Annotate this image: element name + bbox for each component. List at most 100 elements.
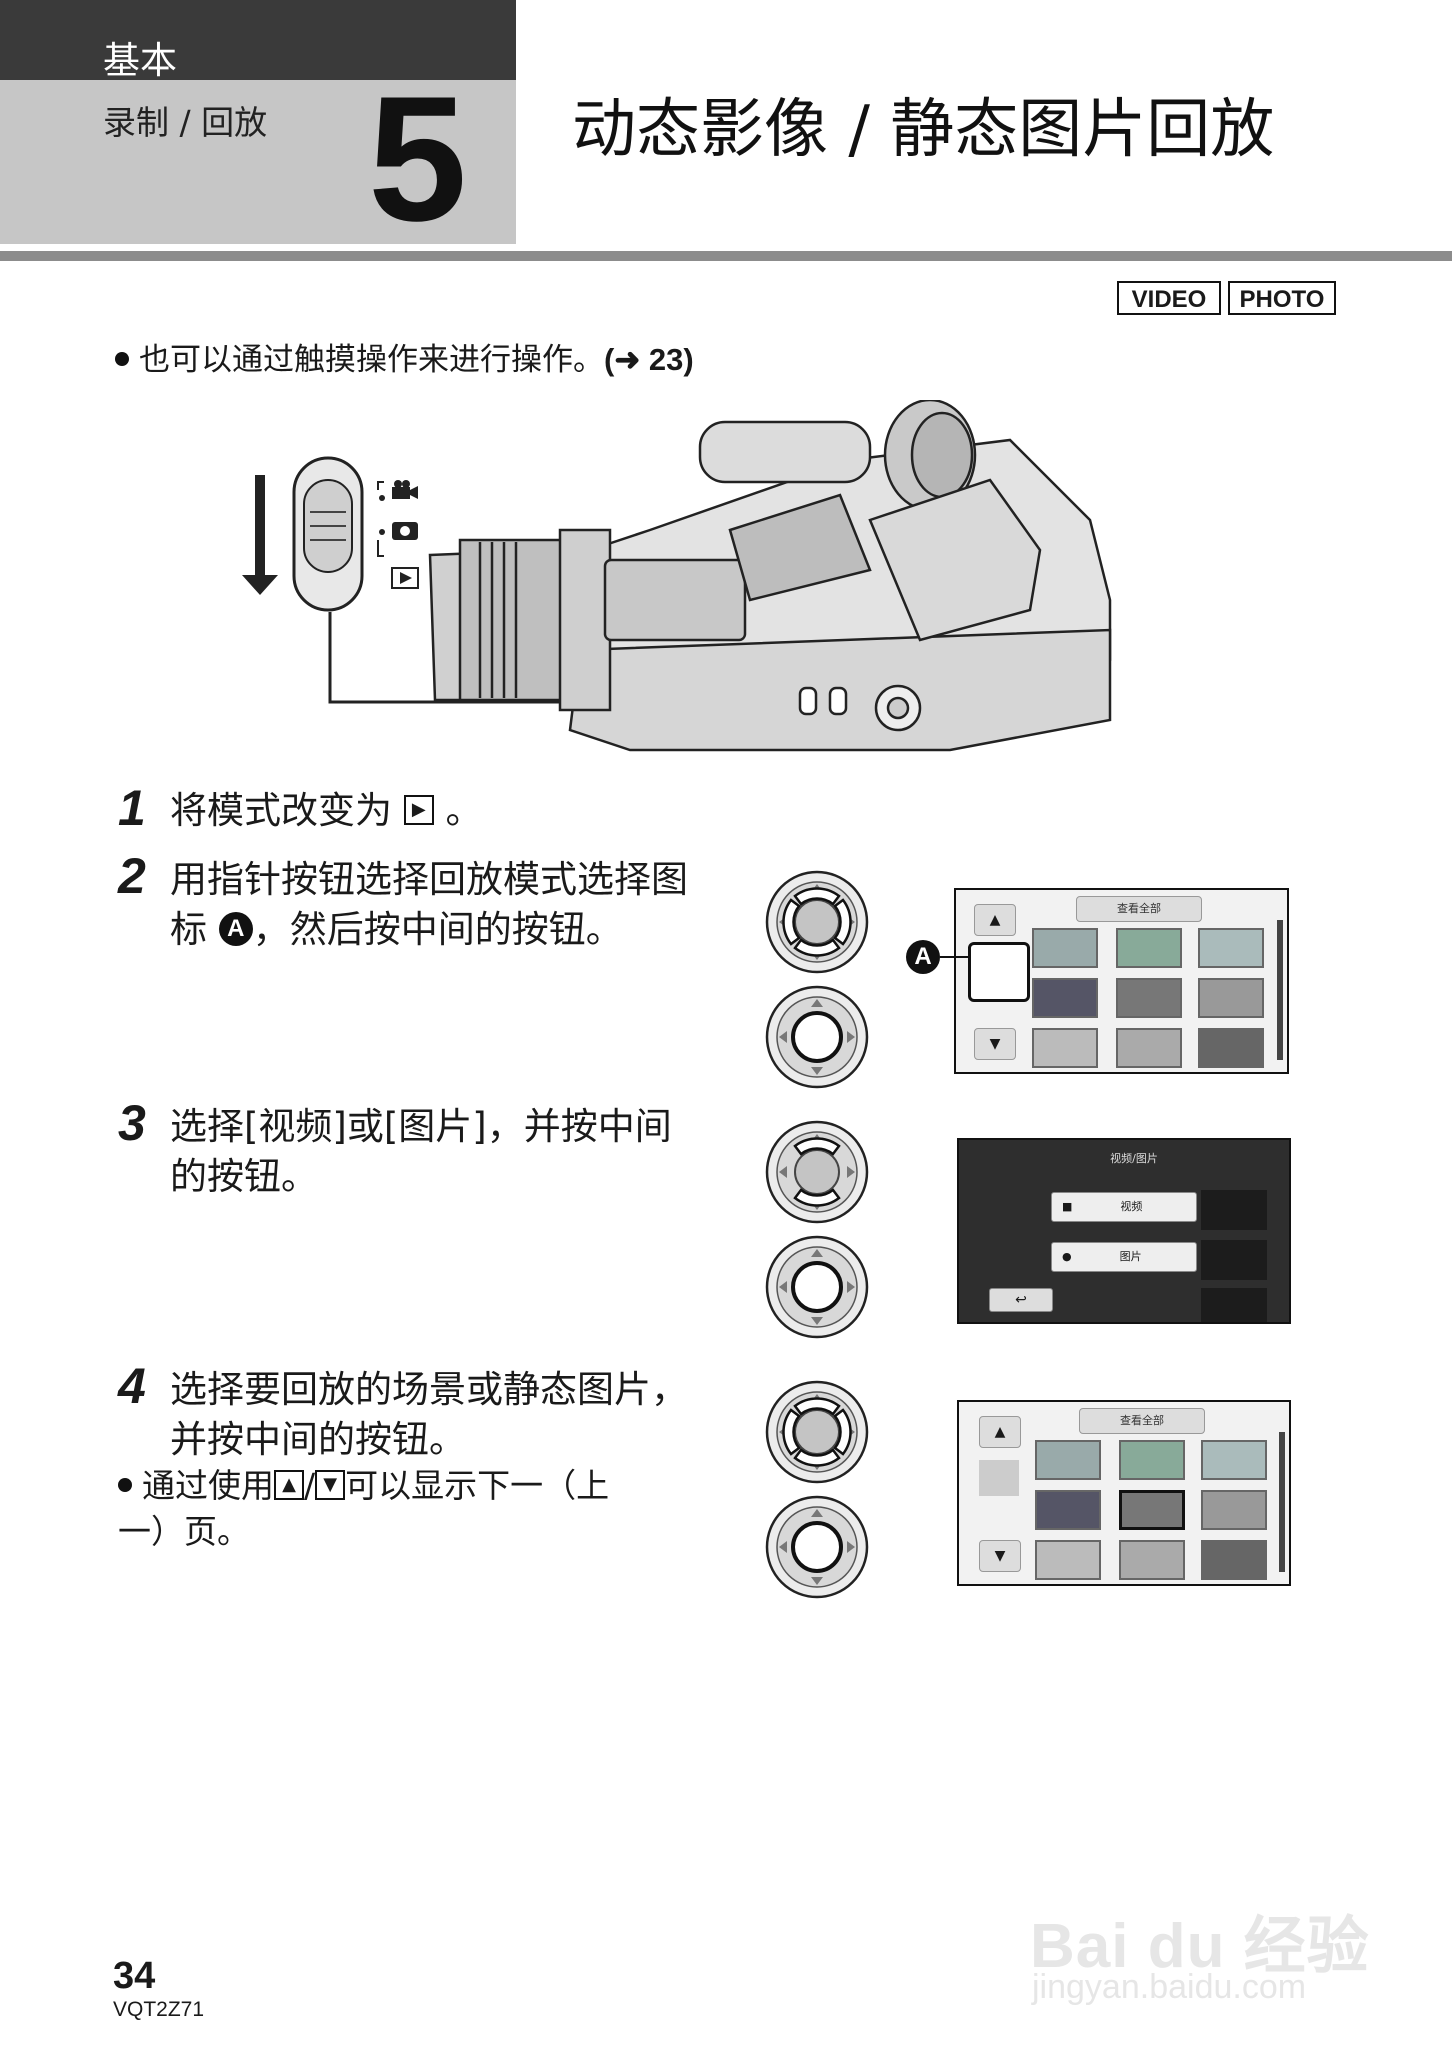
- page-up-icon: ▲: [274, 1469, 304, 1500]
- joystick-direction-icon: [765, 870, 869, 974]
- step-1-text-after: 。: [445, 789, 483, 832]
- chapter-number: 5: [368, 59, 467, 258]
- view-all-title: 查看全部: [1076, 896, 1202, 922]
- joystick-direction-icon: [765, 1380, 869, 1484]
- thumbnail: [1035, 1490, 1101, 1530]
- step-1-number: 1: [118, 780, 146, 836]
- thumbnail: [1201, 1190, 1267, 1230]
- section-label: 基本: [103, 39, 177, 82]
- playback-mode-select-icon: [979, 1460, 1019, 1496]
- step-4-line-2: 并按中间的按钮。: [170, 1418, 466, 1461]
- option-video-label: 视频: [1120, 1200, 1143, 1213]
- menu-title: 视频/图片: [1110, 1152, 1158, 1165]
- thumbnail: [1201, 1490, 1267, 1530]
- note-text-after: 可以显示下一（上: [345, 1466, 610, 1505]
- video-mode-icon: ■: [1062, 1200, 1073, 1213]
- step-3-line-2: 的按钮。: [170, 1155, 318, 1198]
- mode-tag-video: VIDEO: [1117, 281, 1221, 315]
- step-3-number: 3: [118, 1095, 146, 1151]
- mode-tag-photo: PHOTO: [1228, 281, 1336, 315]
- header-subsection-band: [0, 80, 516, 244]
- page-down-icon: ▼: [315, 1469, 346, 1500]
- thumbnail: [1035, 1440, 1101, 1480]
- step-2-line-2-before: 标: [170, 908, 207, 951]
- thumbnail: [1032, 1028, 1098, 1068]
- thumbnail: [1116, 928, 1182, 968]
- note-text-before: 通过使用: [142, 1466, 274, 1505]
- step-2-number: 2: [118, 848, 146, 904]
- thumbnail: [1119, 1540, 1185, 1580]
- thumbnail: [1201, 1240, 1267, 1280]
- thumbnail: [1032, 928, 1098, 968]
- thumbnail-selected: [1119, 1490, 1185, 1530]
- camcorder-body: [428, 400, 1112, 752]
- callout-a-marker: A: [906, 940, 940, 974]
- play-mode-icon: [391, 567, 419, 589]
- play-mode-icon: ▶: [403, 794, 434, 825]
- joystick-press-icon: [765, 1235, 869, 1339]
- page-up-icon: ▲: [974, 904, 1016, 936]
- thumbnail: [1116, 1028, 1182, 1068]
- screen-video-photo-menu: 视频/图片 ■ 视频 ● 图片 ↩: [957, 1138, 1291, 1324]
- video-mode-icon: [392, 480, 418, 499]
- page-up-icon: ▲: [979, 1416, 1021, 1448]
- option-video-button: ■ 视频: [1051, 1192, 1197, 1222]
- page-title: 动态影像 / 静态图片回放: [572, 93, 1275, 167]
- option-photo-label: 图片: [1119, 1250, 1142, 1263]
- screen-thumbnail-view-2: ▲ 查看全部 ▼: [957, 1400, 1291, 1586]
- step-4-number: 4: [118, 1358, 146, 1414]
- note-line-2: 一）页。: [118, 1512, 250, 1551]
- option-photo-button: ● 图片: [1051, 1242, 1197, 1272]
- thumbnail: [1201, 1440, 1267, 1480]
- page-number: 34: [113, 1955, 156, 1997]
- photo-mode-icon: [392, 522, 418, 540]
- step-4-text: 选择要回放的场景或静态图片， 并按中间的按钮。: [170, 1365, 780, 1465]
- step-1-text: 将模式改变为 ▶ 。: [170, 786, 780, 836]
- subsection-label: 录制 / 回放: [103, 103, 268, 142]
- photo-mode-icon: ●: [1062, 1250, 1072, 1263]
- thumbnail: [1201, 1540, 1267, 1580]
- callout-line: [940, 956, 968, 958]
- step-2-line-1: 用指针按钮选择回放模式选择图: [170, 858, 688, 901]
- step-4-note: 通过使用▲/▼可以显示下一（上 一）页。: [118, 1463, 718, 1555]
- watermark-url: jingyan.baidu.com: [1032, 1968, 1307, 2006]
- playback-mode-select-icon: [968, 942, 1030, 1002]
- thumbnail: [1032, 978, 1098, 1018]
- joystick-press-icon: [765, 1495, 869, 1599]
- page-down-icon: ▼: [979, 1540, 1021, 1572]
- page-down-icon: ▼: [974, 1028, 1016, 1060]
- screen-thumbnail-view-1: ▲ 查看全部 ▼: [954, 888, 1289, 1074]
- marker-a-icon: A: [218, 911, 253, 946]
- joystick-updown-icon: [765, 1120, 869, 1224]
- step-3-line-1: 选择[视频]或[图片]，并按中间: [170, 1105, 672, 1148]
- thumbnail: [1198, 978, 1264, 1018]
- thumbnail: [1035, 1540, 1101, 1580]
- view-all-title: 查看全部: [1079, 1408, 1205, 1434]
- step-4-line-1: 选择要回放的场景或静态图片，: [170, 1368, 688, 1411]
- step-1-text-before: 将模式改变为: [170, 789, 392, 832]
- mode-switch-icon: [292, 456, 419, 612]
- intro-text: 也可以通过触摸操作来进行操作。: [139, 342, 604, 378]
- thumbnail: [1116, 978, 1182, 1018]
- bullet-icon: [118, 1477, 132, 1492]
- intro-note: 也可以通过触摸操作来进行操作。(➜ 23): [115, 334, 694, 379]
- thumbnail: [1119, 1440, 1185, 1480]
- step-3-text: 选择[视频]或[图片]，并按中间 的按钮。: [170, 1102, 780, 1202]
- camcorder-illustration: [242, 400, 1112, 752]
- thumbnail: [1198, 928, 1264, 968]
- note-separator: /: [304, 1466, 316, 1505]
- scrollbar: [1279, 1432, 1285, 1572]
- intro-page-ref: (➜ 23): [604, 342, 694, 377]
- watermark-logo: Bai du 经验: [1030, 1912, 1370, 1981]
- bullet-icon: [115, 351, 129, 366]
- document-code: VQT2Z71: [113, 1998, 205, 2021]
- return-icon: ↩: [989, 1288, 1053, 1312]
- thumbnail: [1201, 1288, 1267, 1322]
- joystick-press-icon: [765, 985, 869, 1089]
- step-2-text: 用指针按钮选择回放模式选择图 标 A，然后按中间的按钮。: [170, 855, 780, 955]
- header-divider: [0, 251, 1452, 261]
- step-2-line-2-after: ，然后按中间的按钮。: [252, 908, 623, 951]
- header-section-band: [0, 0, 516, 80]
- thumbnail: [1198, 1028, 1264, 1068]
- down-arrow-icon: [242, 475, 278, 595]
